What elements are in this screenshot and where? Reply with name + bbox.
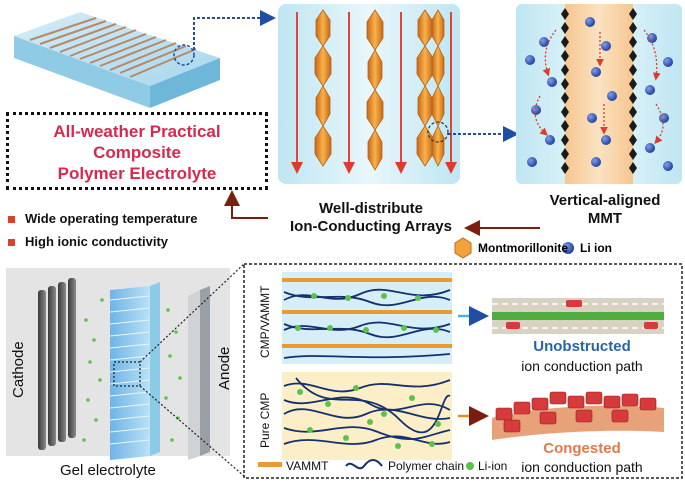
legend-montmorillonite-label: Montmorillonite — [478, 241, 568, 255]
title-box: All-weather Practical Composite Polymer … — [6, 112, 268, 190]
congested-road-illustration — [492, 391, 664, 440]
bullet-high-conductivity: High ionic conductivity — [8, 234, 168, 249]
bullet-text: High ionic conductivity — [25, 234, 169, 249]
legend-polymer-label: Polymer chain — [388, 459, 465, 473]
cathode-label: Cathode — [10, 341, 27, 398]
mmt-label-line-2: MMT — [587, 210, 623, 227]
congested-title: Congested — [543, 440, 621, 457]
electrolyte-slab-illustration — [14, 12, 220, 108]
bullet-wide-temperature: Wide operating temperature — [8, 211, 198, 226]
cmp-vammt-label: CMP/VAMMT — [258, 285, 272, 358]
unobstructed-road-illustration — [492, 298, 664, 334]
mmt-label-line-1: Vertical-aligned — [549, 192, 661, 209]
bullet-text: Wide operating temperature — [25, 211, 198, 226]
arrays-label-line-2: Ion-Conducting Arrays — [290, 218, 452, 235]
unobstructed-subtitle: ion conduction path — [521, 358, 643, 374]
bullet-marker — [8, 216, 15, 224]
gel-electrolyte-label: Gel electrolyte — [60, 462, 156, 479]
cmp-vammt-panel — [282, 272, 452, 364]
li-ion-icon — [562, 242, 574, 254]
polymer-chain-legend-icon — [345, 459, 383, 470]
mmt-label: Vertical-aligned MMT — [530, 192, 680, 228]
congested-subtitle: ion conduction path — [521, 459, 643, 475]
montmorillonite-icon — [454, 237, 472, 259]
vertical-mmt-panel — [516, 4, 682, 184]
arrays-label: Well-distribute Ion-Conducting Arrays — [266, 200, 476, 236]
legend-li-label: Li-ion — [478, 459, 508, 473]
anode-label: Anode — [216, 346, 233, 390]
bullet-marker — [8, 239, 15, 247]
arrays-label-line-1: Well-distribute — [319, 200, 423, 217]
battery-illustration — [6, 268, 230, 460]
li-ion-legend-icon — [466, 462, 474, 470]
vammt-legend-icon — [258, 462, 282, 467]
legend-vammt-label: VAMMT — [286, 459, 329, 473]
pure-cmp-panel — [282, 372, 452, 460]
legend-li-ion-label: Li ion — [580, 241, 612, 255]
pure-cmp-label: Pure CMP — [258, 392, 272, 448]
ion-conducting-arrays-panel — [278, 4, 460, 184]
title-line-3: Polymer Electrolyte — [57, 164, 217, 183]
title-line-1: All-weather Practical — [53, 122, 221, 141]
title-line-2: Composite — [93, 143, 181, 162]
unobstructed-title: Unobstructed — [533, 338, 631, 355]
